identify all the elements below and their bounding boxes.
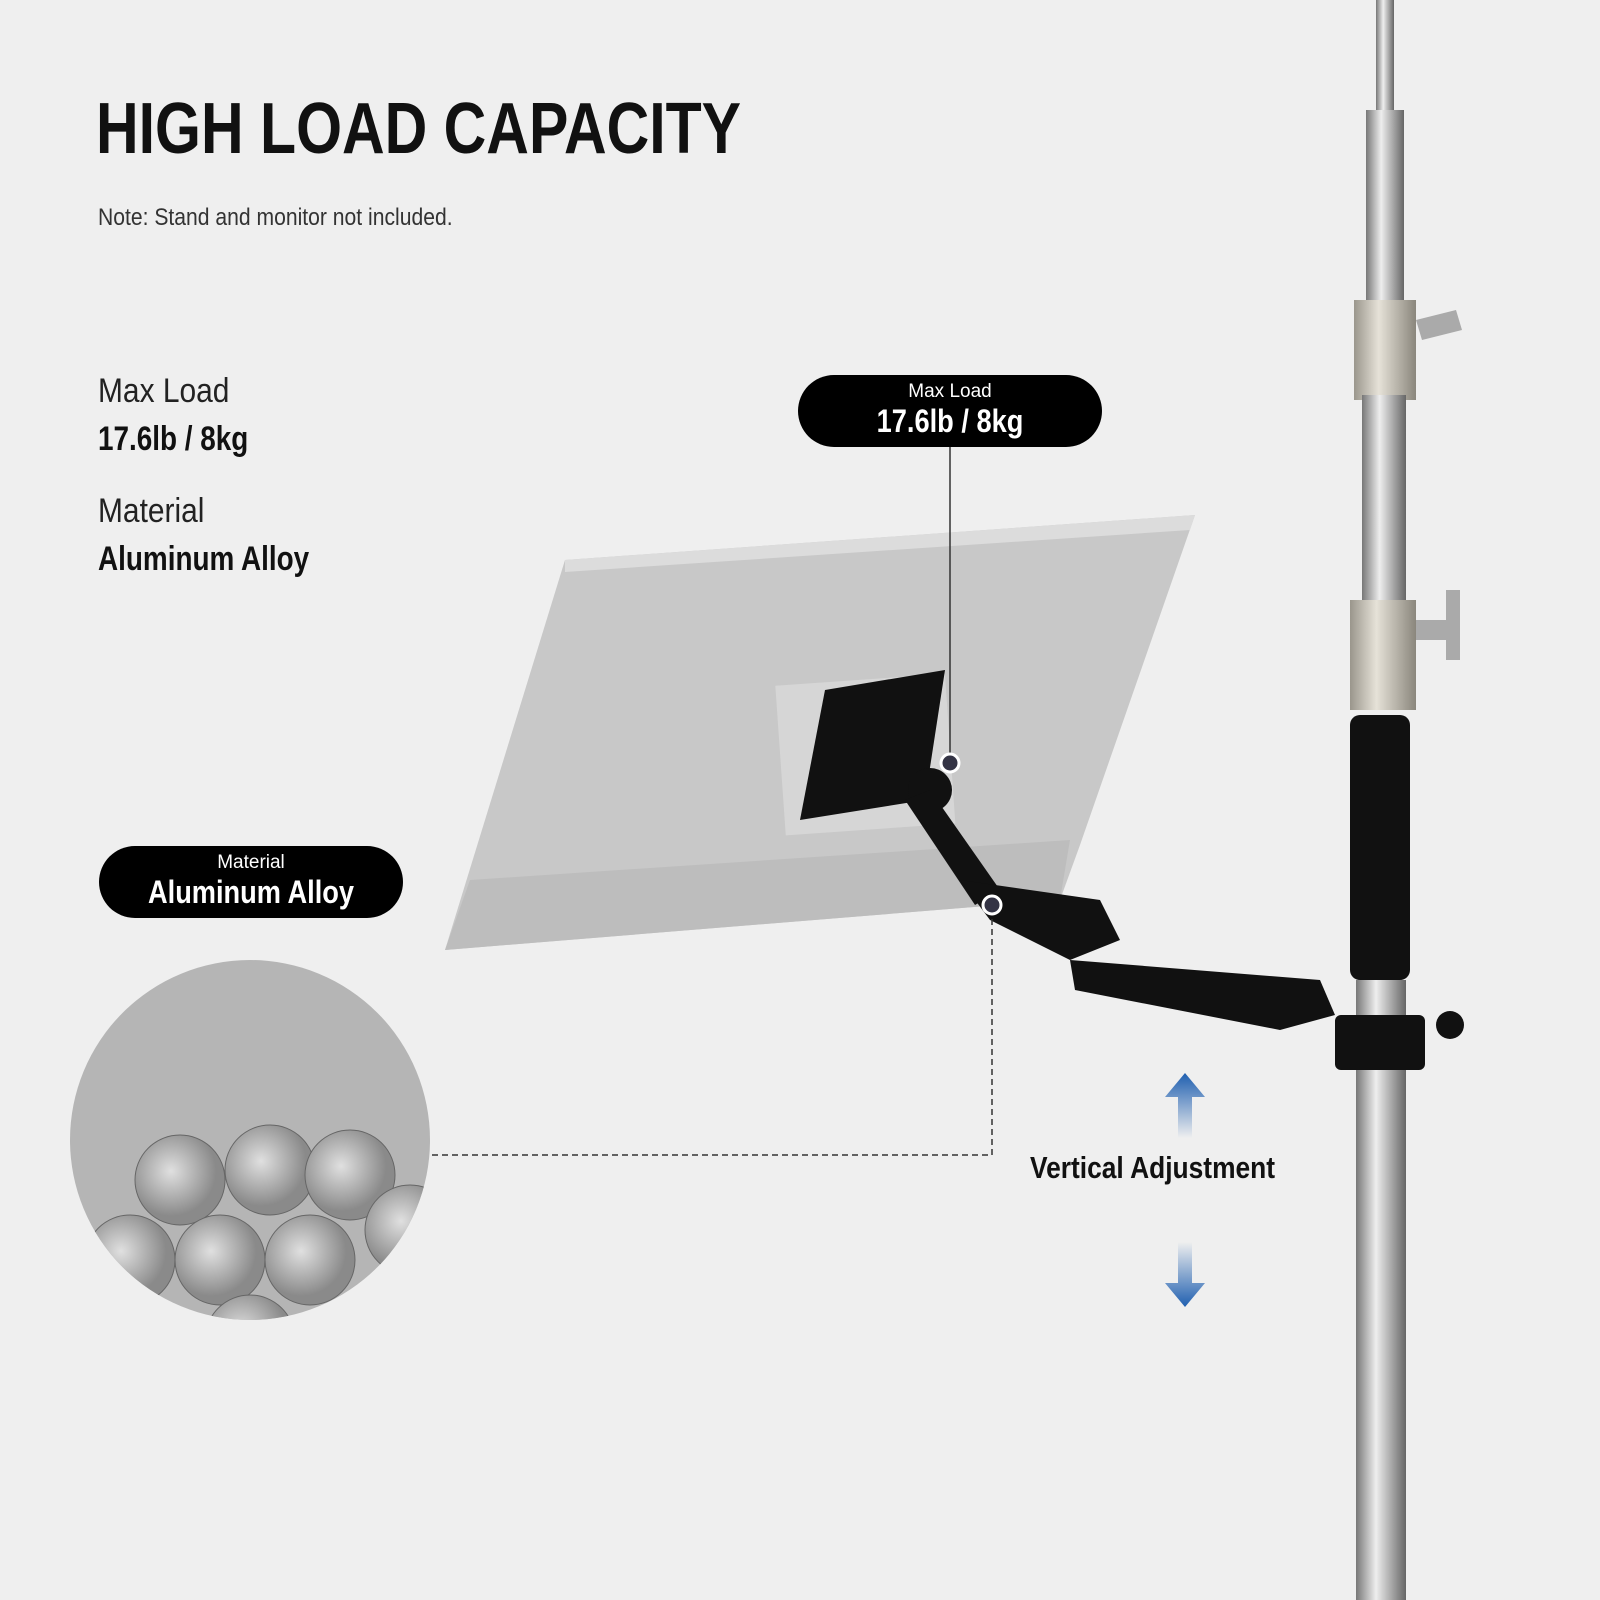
light-stand xyxy=(1350,0,1462,1600)
callout-label: Max Load xyxy=(908,381,992,402)
material-value: Aluminum Alloy xyxy=(98,540,310,578)
max-load-label: Max Load xyxy=(98,372,230,410)
callout-value: 17.6lb / 8kg xyxy=(876,403,1024,439)
vertical-adjustment-label: Vertical Adjustment xyxy=(1030,1150,1276,1185)
material-callout: Material Aluminum Alloy xyxy=(99,846,403,918)
note-text: Note: Stand and monitor not included. xyxy=(98,204,453,231)
max-load-value: 17.6lb / 8kg xyxy=(98,420,249,458)
page-title: HIGH LOAD CAPACITY xyxy=(96,89,742,169)
callout-value: Aluminum Alloy xyxy=(147,874,355,910)
vertical-arrows xyxy=(1165,1073,1205,1307)
callout-label: Material xyxy=(217,852,285,873)
aluminum-rods-image xyxy=(70,960,430,1320)
max-load-callout: Max Load 17.6lb / 8kg xyxy=(798,375,1102,447)
callout-lines xyxy=(432,446,1003,1156)
material-label: Material xyxy=(98,492,205,530)
